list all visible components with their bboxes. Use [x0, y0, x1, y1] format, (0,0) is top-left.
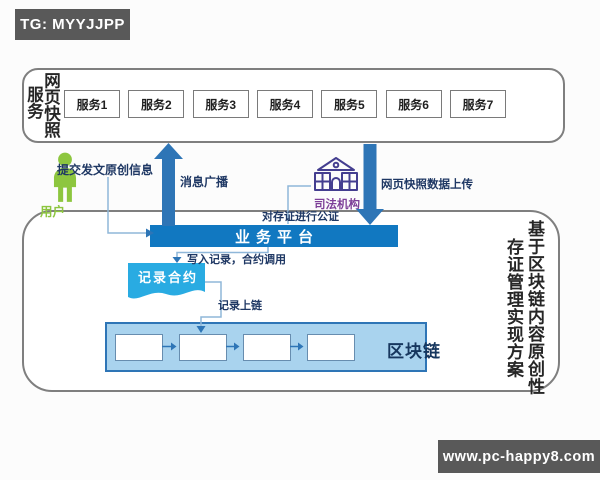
snapshot-panel-label-col1: 网页快照 — [41, 72, 61, 138]
diagram-title-col1: 基于区块链内容原创性 — [525, 220, 544, 395]
service-box-row: 服务1 服务2 服务3 服务4 服务5 服务6 服务7 — [64, 90, 506, 118]
judicial-institution-icon — [314, 157, 358, 191]
snapshot-panel-label-col2: 服务 — [24, 86, 44, 119]
blockchain-container: 区块链 — [105, 322, 440, 372]
message-broadcast-label: 消息广播 — [180, 175, 229, 189]
block-box-1 — [115, 334, 163, 361]
service-box-2: 服务2 — [128, 90, 185, 118]
record-contract-label: 记录合约 — [137, 270, 198, 285]
business-platform-bar: 业务平台 — [150, 225, 398, 247]
submit-original-info-label: 提交发文原创信息 — [57, 163, 154, 177]
service-box-5: 服务5 — [321, 90, 378, 118]
telegram-watermark-badge: TG: MYYJJPP — [15, 9, 130, 40]
block-box-3 — [243, 334, 291, 361]
website-watermark-badge: www.pc-happy8.com — [438, 440, 600, 473]
service-box-7: 服务7 — [449, 90, 506, 118]
service-box-3: 服务3 — [192, 90, 249, 118]
write-record-contract-call-label: 写入记录，合约调用 — [187, 254, 286, 266]
block-box-2 — [179, 334, 227, 361]
snapshot-upload-label: 网页快照数据上传 — [381, 179, 473, 191]
notarize-evidence-label: 对存证进行公证 — [262, 211, 339, 223]
record-on-chain-label: 记录上链 — [218, 300, 262, 312]
blockchain-label: 区块链 — [387, 342, 441, 361]
judicial-institution-label: 司法机构 — [314, 199, 360, 211]
service-box-4: 服务4 — [256, 90, 313, 118]
record-contract-shape — [128, 263, 205, 299]
service-box-1: 服务1 — [64, 90, 120, 118]
diagram-title-col2: 存证管理实现方案 — [504, 238, 523, 378]
user-icon — [53, 152, 77, 202]
user-label: 用户 — [40, 205, 66, 219]
block-box-4 — [307, 334, 355, 361]
service-box-6: 服务6 — [385, 90, 442, 118]
